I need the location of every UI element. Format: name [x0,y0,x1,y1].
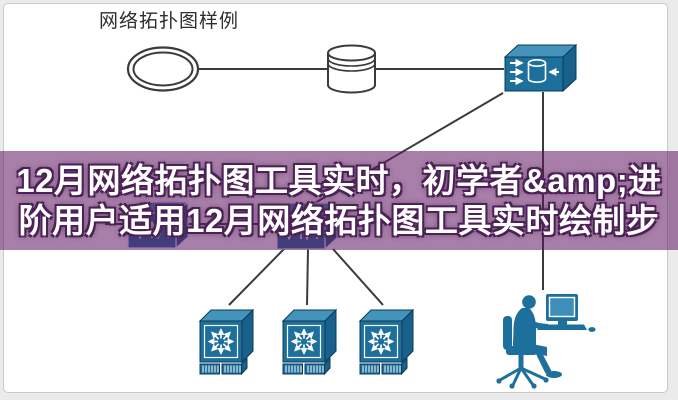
banner-text-line-1: 12月网络拓扑图工具实时，初学者&amp;进 [16,161,662,199]
banner-text-line-2: 阶用户适用12月网络拓扑图工具实时绘制步 [18,201,660,239]
diagram-title: 网络拓扑图样例 [99,11,240,32]
title-banner: 12月网络拓扑图工具实时，初学者&amp;进 阶用户适用12月网络拓扑图工具实时… [0,151,678,250]
